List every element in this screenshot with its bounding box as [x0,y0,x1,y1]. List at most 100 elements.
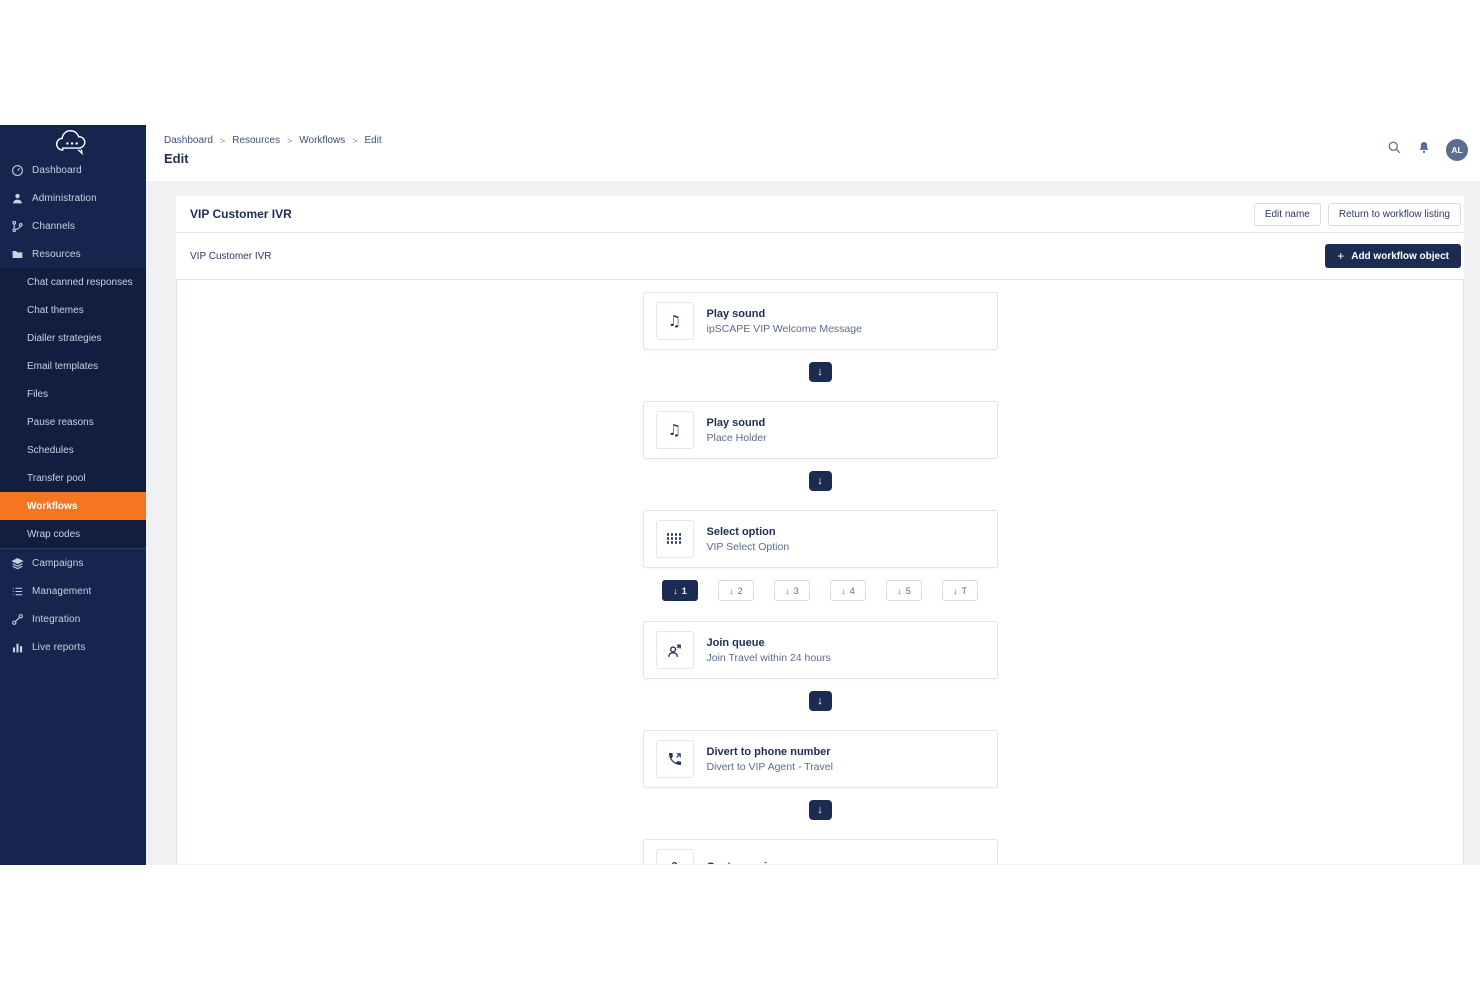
return-to-listing-button[interactable]: Return to workflow listing [1327,202,1461,226]
node-title: Play sound [706,307,766,320]
campaigns-icon [10,556,24,570]
sidebar-subitem-chat-canned-responses[interactable]: Chat canned responses [27,276,133,288]
node-title: Join queue [706,636,765,649]
branch-options-row: ↓ 1 ↓ 2 ↓ 3 ↓ 4 ↓ 5 ↓ T [662,580,978,601]
sidebar-subitem-transfer-pool[interactable]: Transfer pool [27,472,86,484]
administration-icon [10,191,24,205]
sidebar-item-campaigns[interactable]: Campaigns [0,549,146,577]
node-subtitle: VIP Select Option [706,540,790,553]
sidebar-item-resources[interactable]: Resources [0,240,146,268]
sidebar-subitem-wrap-codes[interactable]: Wrap codes [27,528,81,540]
live-reports-icon [10,640,24,654]
music-note-icon: ♫ [655,411,694,449]
sidebar-item-integration[interactable]: Integration [0,605,146,633]
channels-icon [10,219,24,233]
sidebar-item-dashboard[interactable]: Dashboard [0,156,146,184]
workflow-node-play-sound[interactable]: ♫ Play sound ipSCAPE VIP Welcome Message [642,292,998,350]
down-arrow-icon: ↓ [785,585,790,596]
sidebar-nav-bottom: Campaigns Management Integration Live re… [0,549,146,661]
breadcrumb-resources[interactable]: Resources [232,135,280,146]
breadcrumb-dashboard[interactable]: Dashboard [164,135,213,146]
breadcrumb-separator: > [219,135,226,146]
music-note-icon: ♫ [655,302,694,340]
node-subtitle: Divert to VIP Agent - Travel [706,760,833,773]
sidebar-item-label: Campaigns [32,557,84,569]
join-queue-icon [655,631,694,669]
workflow-name-label: VIP Customer IVR [190,250,272,262]
branch-button-2[interactable]: ↓ 2 [718,580,754,601]
branch-button-3[interactable]: ↓ 3 [774,580,810,601]
main-area: Dashboard > Resources > Workflows > Edit Edit … [146,125,1480,865]
branch-button-4[interactable]: ↓ 4 [830,580,866,601]
sidebar-item-label: Resources [32,248,81,260]
connector-arrow-button[interactable]: ↓ [808,471,832,491]
workflow-panel: VIP Customer IVR Edit name Return to wor… [176,196,1464,864]
branch-button-1[interactable]: ↓ 1 [662,580,698,601]
page-title: Edit [164,151,189,166]
breadcrumb: Dashboard > Resources > Workflows > Edit [164,135,382,146]
top-icons: AL [1387,139,1472,161]
node-title: Play sound [706,416,766,429]
user-avatar[interactable]: AL [1446,139,1468,161]
sidebar-subitem-workflows[interactable]: Workflows [0,492,146,520]
breadcrumb-separator: > [352,135,358,146]
workflow-node-capture-voice[interactable]: Capture voice [642,839,998,865]
sidebar-item-label: Dashboard [32,164,82,176]
dashboard-icon [10,163,24,177]
content-area: VIP Customer IVR Edit name Return to wor… [146,181,1480,865]
sidebar-item-administration[interactable]: Administration [0,184,146,212]
sidebar-item-label: Channels [32,220,76,232]
node-title: Divert to phone number [706,745,831,758]
sidebar-item-label: Administration [32,192,97,204]
sidebar-item-management[interactable]: Management [0,577,146,605]
search-icon[interactable] [1387,140,1402,160]
down-arrow-icon: ↓ [953,585,958,596]
sidebar-item-live-reports[interactable]: Live reports [0,633,146,661]
connector-arrow-button[interactable]: ↓ [808,691,832,711]
sidebar-item-channels[interactable]: Channels [0,212,146,240]
divert-phone-icon [655,740,694,778]
edit-name-button[interactable]: Edit name [1253,202,1321,226]
breadcrumb-workflows[interactable]: Workflows [299,135,346,146]
connector-arrow-button[interactable]: ↓ [808,362,832,382]
add-workflow-object-button[interactable]: + Add workflow object [1325,244,1461,268]
sidebar-subitem-schedules[interactable]: Schedules [27,444,74,456]
dialpad-icon [655,520,694,558]
branch-button-5[interactable]: ↓ 5 [886,580,922,601]
plus-icon: + [1337,249,1345,263]
integration-icon [10,612,24,626]
node-subtitle: Place Holder [706,431,767,444]
management-icon [10,584,24,598]
breadcrumb-edit[interactable]: Edit [364,135,382,146]
workflow-node-select-option[interactable]: Select option VIP Select Option [642,510,998,568]
down-arrow-icon: ↓ [841,585,846,596]
workflow-node-divert-to-phone-number[interactable]: Divert to phone number Divert to VIP Age… [642,730,998,788]
down-arrow-icon: ↓ [673,585,678,596]
resources-icon [10,247,24,261]
sidebar-item-label: Integration [32,613,81,625]
capture-voice-icon [655,849,694,864]
sidebar-subitem-files[interactable]: Files [27,388,49,400]
top-bar: Dashboard>Resources>Workflows>Edit Edit … [146,125,1480,181]
sidebar-nav: Dashboard Administration Channels Resour… [0,156,146,268]
notifications-bell-icon[interactable] [1417,140,1431,160]
down-arrow-icon: ↓ [729,585,734,596]
breadcrumb-separator: > [287,135,293,146]
sidebar-subitem-email-templates[interactable]: Email templates [27,360,99,372]
workflow-node-play-sound[interactable]: ♫ Play sound Place Holder [642,401,998,459]
connector-arrow-button[interactable]: ↓ [808,800,832,820]
workflow-canvas: ♫ Play sound ipSCAPE VIP Welcome Message… [176,279,1464,864]
branch-button-t[interactable]: ↓ T [942,580,978,601]
node-title: Select option [706,525,776,538]
down-arrow-icon: ↓ [897,585,902,596]
workflow-node-join-queue[interactable]: Join queue Join Travel within 24 hours [642,621,998,679]
workflow-title: VIP Customer IVR [190,207,292,221]
node-subtitle: ipSCAPE VIP Welcome Message [706,322,862,335]
sidebar-subitem-dialler-strategies[interactable]: Dialler strategies [27,332,102,344]
sidebar-item-label: Live reports [32,641,86,653]
node-title: Capture voice [707,861,780,865]
sidebar-subitem-chat-themes[interactable]: Chat themes [27,304,84,316]
sidebar-item-label: Management [32,585,92,597]
sidebar-subitem-pause-reasons[interactable]: Pause reasons [27,416,94,428]
